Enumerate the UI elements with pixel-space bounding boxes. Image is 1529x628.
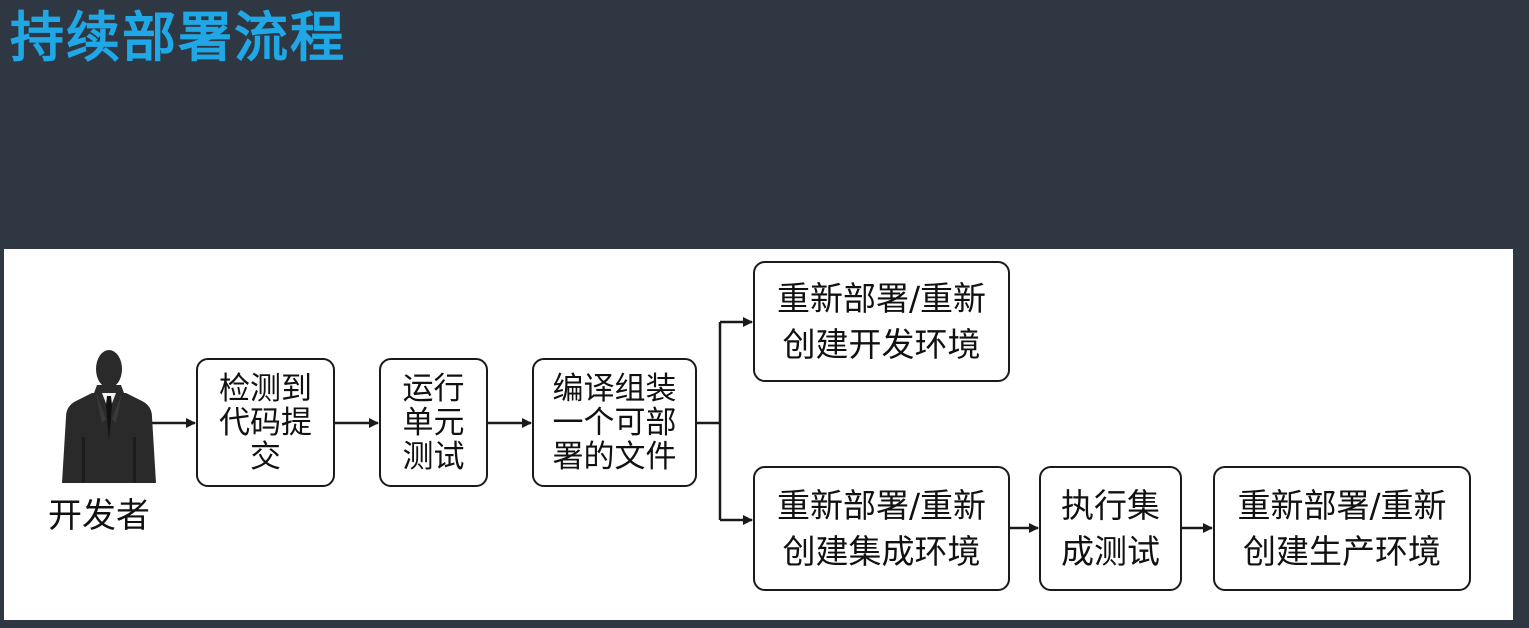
step-build-artifact-label: 编译组装 一个可部 署的文件 (552, 370, 677, 475)
step-integration-environment: 重新部署/重新 创建集成环境 (753, 466, 1010, 591)
step-detect-commit: 检测到 代码提 交 (196, 358, 335, 487)
businessman-icon (62, 350, 156, 483)
step-dev-environment: 重新部署/重新 创建开发环境 (753, 261, 1010, 382)
step-production-environment-label: 重新部署/重新 创建生产环境 (1237, 485, 1447, 571)
connector-lines (150, 317, 1213, 533)
step-production-environment: 重新部署/重新 创建生产环境 (1213, 466, 1471, 591)
step-integration-test-label: 执行集 成测试 (1061, 485, 1160, 571)
step-dev-environment-label: 重新部署/重新 创建开发环境 (776, 278, 987, 364)
flowchart-panel: 开发者 检测到 代码提 交 运行 单元 测试 编译组装 一个可部 署的文件 重新… (4, 249, 1513, 620)
step-unit-test-label: 运行 单元 测试 (402, 370, 465, 475)
slide-title: 持续部署流程 (10, 6, 346, 69)
step-build-artifact: 编译组装 一个可部 署的文件 (532, 358, 697, 487)
step-unit-test: 运行 单元 测试 (379, 358, 488, 487)
step-integration-environment-label: 重新部署/重新 创建集成环境 (776, 485, 987, 571)
step-detect-commit-label: 检测到 代码提 交 (219, 370, 312, 475)
step-integration-test: 执行集 成测试 (1039, 466, 1182, 591)
actor-label-developer: 开发者 (48, 496, 150, 536)
